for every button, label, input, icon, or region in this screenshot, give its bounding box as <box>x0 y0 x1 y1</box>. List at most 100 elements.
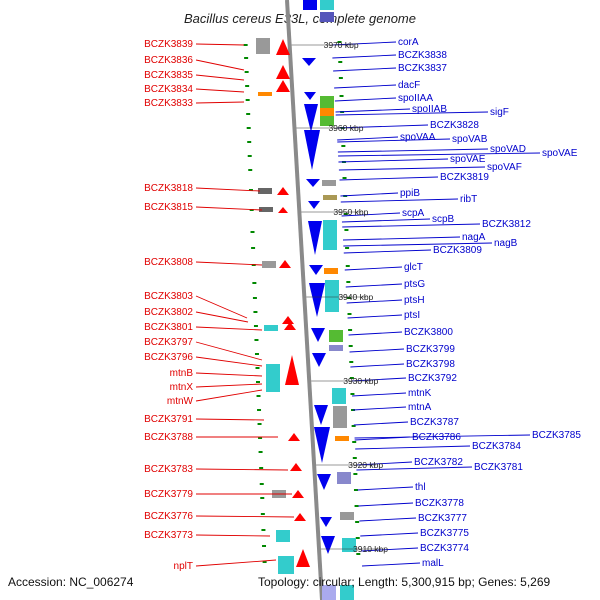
gene-label-right: BCZK3837 <box>398 63 447 74</box>
reverse-gene-arrow <box>314 405 328 425</box>
forward-gene-arrow <box>278 207 288 213</box>
scale-mark-label: 3950 kbp <box>333 207 368 217</box>
gene-label-right: spoVAE <box>450 154 486 165</box>
homolog-block <box>332 388 346 404</box>
gene-label-left: BCZK3779 <box>144 489 193 500</box>
gene-label-right: BCZK3809 <box>433 245 482 256</box>
gene-label-left: mtnX <box>170 382 194 393</box>
gene-label-right: BCZK3775 <box>420 528 469 539</box>
reverse-gene-arrow <box>312 353 326 367</box>
label-leader-line <box>338 158 449 163</box>
gene-label-right: ppiB <box>400 188 420 199</box>
gene-label-right: mtnA <box>408 402 432 413</box>
label-leader-line <box>345 283 403 288</box>
reverse-gene-arrow <box>304 104 318 132</box>
scale-mark-label: 3930 kbp <box>343 376 378 386</box>
label-leader-line <box>195 206 263 211</box>
gene-label-left: BCZK3791 <box>144 414 193 425</box>
homolog-block <box>325 280 339 312</box>
reverse-gene-arrow <box>302 58 316 66</box>
gene-label-right: spoVAA <box>400 132 436 143</box>
gene-label-right: BCZK3792 <box>408 373 457 384</box>
top-edge-block <box>320 12 334 22</box>
gene-label-right: mtnK <box>408 388 432 399</box>
forward-gene-arrow <box>292 490 304 498</box>
gene-label-left: BCZK3797 <box>144 337 193 348</box>
label-leader-line <box>195 383 263 388</box>
gene-label-left: BCZK3818 <box>144 183 193 194</box>
reverse-gene-arrow <box>308 221 322 255</box>
label-leader-line <box>343 249 432 254</box>
scale-mark-label: 3910 kbp <box>353 544 388 554</box>
label-leader-line <box>335 108 411 113</box>
label-leader-line <box>358 502 414 507</box>
label-leader-line <box>361 562 421 567</box>
forward-gene-arrow <box>288 433 300 441</box>
label-leader-line <box>338 166 486 171</box>
backbone-layer <box>285 0 354 600</box>
gene-label-left: BCZK3835 <box>144 70 193 81</box>
label-leader-line <box>195 468 289 471</box>
homolog-block <box>276 530 290 542</box>
gene-label-left: BCZK3834 <box>144 84 193 95</box>
gene-label-right: spoIIAB <box>412 104 447 115</box>
homolog-block <box>329 345 343 351</box>
label-leader-line <box>195 515 295 518</box>
label-leader-line <box>342 223 481 228</box>
homolog-block <box>329 330 343 342</box>
gene-label-left: nplT <box>174 561 193 572</box>
label-leader-line <box>195 88 245 93</box>
gene-label-right: BCZK3799 <box>406 344 455 355</box>
label-leader-line <box>356 466 473 471</box>
gene-label-left: mtnW <box>167 396 194 407</box>
label-leader-line <box>195 187 261 192</box>
label-leader-line <box>340 198 459 203</box>
scale-mark-label: 3920 kbp <box>348 460 383 470</box>
label-leader-line <box>334 97 397 102</box>
reverse-gene-arrow <box>306 179 320 187</box>
homolog-block <box>322 180 336 186</box>
homolog-block <box>266 364 280 392</box>
gene-label-right: nagB <box>494 238 518 249</box>
label-leader-line <box>337 136 399 141</box>
gene-label-right: scpA <box>402 208 425 219</box>
top-edge-block <box>303 0 317 10</box>
forward-gene-arrow <box>285 355 299 385</box>
homolog-block <box>323 220 337 250</box>
label-leader-line <box>195 295 248 319</box>
gene-label-left: BCZK3796 <box>144 352 193 363</box>
left-gene-labels: BCZK3839BCZK3836BCZK3835BCZK3834BCZK3833… <box>144 39 295 572</box>
forward-gene-arrow <box>279 260 291 268</box>
accession-label: Accession: NC_006274 <box>8 575 134 589</box>
label-leader-line <box>195 101 245 104</box>
label-leader-line <box>195 534 271 537</box>
gene-label-right: ptsH <box>404 295 425 306</box>
label-leader-line <box>195 311 249 323</box>
gene-label-left: BCZK3808 <box>144 257 193 268</box>
reverse-gene-arrow <box>308 201 320 209</box>
homolog-block <box>258 188 272 194</box>
gene-label-right: BCZK3785 <box>532 430 581 441</box>
label-leader-line <box>350 363 405 368</box>
label-leader-line <box>352 406 407 411</box>
forward-gene-arrow <box>294 513 306 521</box>
scale-mark-label: 3970 kbp <box>324 40 359 50</box>
scale-mark-label: 3960 kbp <box>328 123 363 133</box>
homolog-block <box>320 108 334 116</box>
homolog-block <box>323 195 337 200</box>
forward-gene-arrow <box>296 549 310 567</box>
gene-label-right: scpB <box>432 214 455 225</box>
forward-gene-arrow <box>276 80 290 92</box>
gene-label-right: ptsG <box>404 279 425 290</box>
bottom-edge-block <box>340 585 354 600</box>
label-leader-line <box>195 389 263 402</box>
gene-label-right: spoVAE <box>542 148 578 159</box>
bottom-edge-block <box>322 585 336 600</box>
label-leader-line <box>332 54 397 59</box>
label-leader-line <box>333 67 397 72</box>
label-leader-line <box>336 124 429 129</box>
gene-label-right: spoVAB <box>452 134 488 145</box>
